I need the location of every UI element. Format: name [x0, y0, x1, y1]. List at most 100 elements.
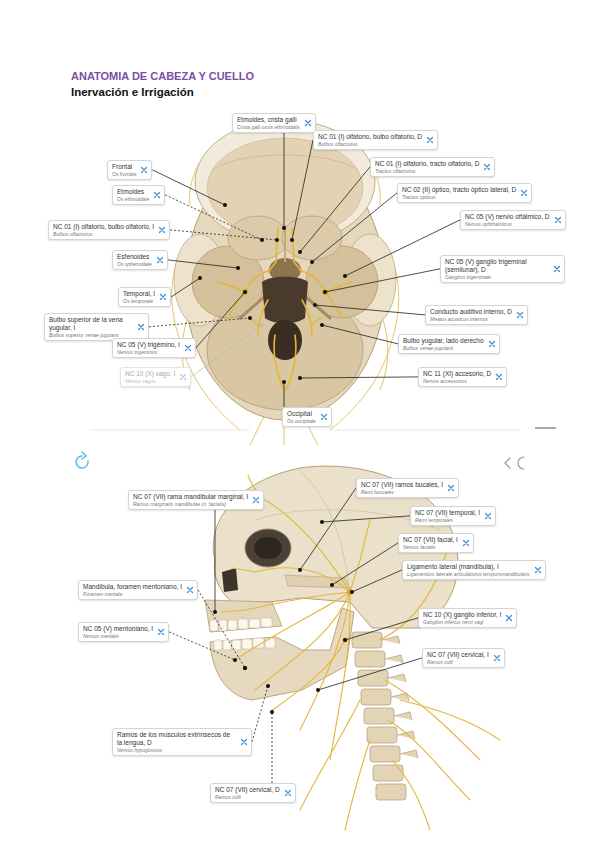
close-icon: [159, 293, 167, 301]
callout-box: NC 10 (X) ganglio inferior, IGanglion in…: [418, 608, 517, 628]
close-icon: [426, 136, 434, 144]
leader-dot: [343, 638, 347, 642]
callout-sublabel: Os occipitale: [287, 418, 316, 424]
callout-box: Ramos de los músculos extrínsecos de la …: [112, 728, 252, 756]
leader-dot: [320, 520, 324, 524]
callout-box: NC 07 (VII) temporal, IRami temporales: [410, 506, 496, 526]
callout-box: NC 07 (VII) rama mandibular marginal, IR…: [128, 490, 264, 510]
close-icon: [462, 539, 470, 547]
callout-sublabel: Ramus colli: [215, 794, 280, 800]
leader-line: [318, 658, 422, 690]
callout-box: NC 05 (V) mentoniano, INervus mentalis: [78, 622, 169, 642]
callout-box: Etmoides, crista galliCrista galli ossis…: [232, 113, 316, 133]
close-icon: [304, 119, 312, 127]
callout-sublabel: Crista galli ossis ethmoidalis: [237, 124, 300, 130]
callout-box: Bulbo superior de la vena yugular, IBulb…: [44, 313, 149, 341]
leader-dot: [243, 290, 247, 294]
callout-label: NC 07 (VII) rama mandibular marginal, I: [133, 493, 248, 501]
close-icon: [157, 628, 165, 636]
callout-sublabel: Os temporale: [123, 298, 155, 304]
leader-dot: [330, 583, 334, 587]
callout-sublabel: Bulbus venae jugularis: [403, 345, 484, 351]
leader-dot: [343, 274, 347, 278]
leader-line: [252, 686, 268, 742]
leader-line: [168, 260, 238, 268]
rotate-icon: [76, 452, 88, 468]
callout-sublabel: Nervus accessorius: [423, 378, 491, 384]
close-icon: [158, 226, 166, 234]
leader-line: [352, 570, 402, 592]
leader-line: [165, 195, 262, 240]
close-icon: [488, 340, 496, 348]
callout-sublabel: Nervus vagus: [125, 378, 175, 384]
page-title: ANATOMIA DE CABEZA Y CUELLO: [71, 70, 254, 82]
callout-label: Mandíbula, foramen mentoniano, I: [83, 583, 182, 591]
leader-dot: [320, 323, 324, 327]
leader-line: [300, 488, 356, 570]
close-icon: [137, 323, 145, 331]
close-icon: [156, 256, 164, 264]
callout-label: Ligamento lateral (mandíbula), I: [407, 563, 530, 571]
leader-dot: [282, 226, 286, 230]
callout-sublabel: Nervus trigeminus: [117, 349, 180, 355]
callout-sublabel: Tractus opticus: [402, 194, 516, 200]
callout-box: FrontalOs frontale: [107, 160, 152, 180]
callout-sublabel: Bulbus olfactorius: [318, 141, 422, 147]
callout-label: NC 01 (I) olfatorio, bulbo olfatorio, D: [318, 133, 422, 141]
leader-line: [325, 269, 440, 292]
callout-label: Occipital: [287, 410, 316, 418]
nav-icon: [505, 457, 524, 469]
leader-dot: [275, 238, 279, 242]
callout-label: NC 10 (X) ganglio inferior, I: [423, 611, 501, 619]
leader-dot: [236, 266, 240, 270]
callout-sublabel: Os ethmoidale: [117, 196, 149, 202]
callout-label: NC 02 (II) óptico, tracto óptico lateral…: [402, 186, 516, 194]
leader-dot: [310, 260, 314, 264]
leader-dot: [213, 610, 217, 614]
callout-box: Conducto auditivo interno, DMeatus acust…: [425, 305, 528, 325]
callout-box: EsfenoidesOs sphenoidale: [112, 250, 168, 270]
callout-sublabel: Tractus olfactorius: [375, 168, 479, 174]
close-icon: [553, 265, 561, 273]
close-icon: [534, 566, 542, 574]
close-icon: [554, 216, 562, 224]
callout-box: NC 11 (XI) accesorio, DNervus accessoriu…: [418, 367, 507, 387]
callout-label: NC 11 (XI) accesorio, D: [423, 370, 491, 378]
leader-line: [284, 133, 285, 228]
leader-line: [300, 377, 418, 378]
callout-sublabel: Nervus hypoglossus: [117, 747, 236, 753]
leader-dot: [350, 590, 354, 594]
callout-label: NC 05 (V) mentoniano, I: [83, 625, 153, 633]
leader-line: [292, 140, 313, 240]
leader-dot: [298, 568, 302, 572]
close-icon: [252, 496, 260, 504]
callout-box: NC 01 (I) olfatorio, bulbo olfatorio, IB…: [48, 220, 170, 240]
callout-sublabel: Nervus facialis: [403, 544, 458, 550]
callout-label: Etmoides, crista galli: [237, 116, 300, 124]
leader-line: [322, 325, 398, 344]
callout-sublabel: Rami buccales: [361, 489, 443, 495]
callout-box: NC 02 (II) óptico, tracto óptico lateral…: [397, 183, 532, 203]
callout-label: NC 07 (VII) ramos bucales, I: [361, 481, 443, 489]
close-icon: [493, 654, 501, 662]
callout-box: NC 07 (VII) ramos bucales, IRami buccale…: [356, 478, 459, 498]
close-icon: [505, 614, 513, 622]
leader-dot: [298, 376, 302, 380]
callout-sublabel: Ramus colli: [427, 659, 489, 665]
close-icon: [284, 789, 292, 797]
callout-sublabel: Rami temporales: [415, 517, 480, 523]
callout-box: Ligamento lateral (mandíbula), ILigament…: [402, 560, 546, 580]
callout-label: Etmoides: [117, 188, 149, 196]
leader-line: [322, 516, 410, 522]
leader-dot: [282, 380, 286, 384]
leader-line: [198, 590, 245, 668]
callout-box: NC 05 (V) nervio oftálmico, DNervus opht…: [460, 210, 566, 230]
callout-sublabel: Os frontale: [112, 171, 136, 177]
leader-dot: [316, 688, 320, 692]
leader-line: [312, 193, 397, 262]
leader-dot: [290, 238, 294, 242]
close-icon: [520, 189, 528, 197]
close-icon: [140, 166, 148, 174]
callout-sublabel: Ramus marginalis mandibulae (n. facialis…: [133, 501, 248, 507]
callout-box: OccipitalOs occipitale: [282, 407, 332, 427]
